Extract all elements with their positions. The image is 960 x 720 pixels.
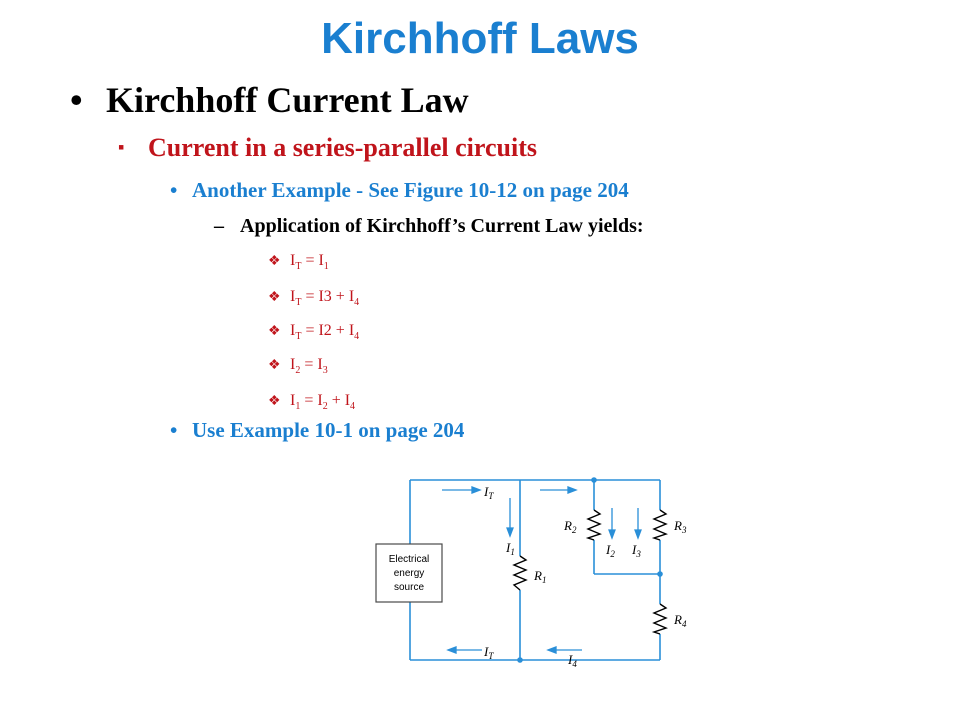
resistor-r3 — [651, 509, 668, 541]
bullet-level3-text: Another Example - See Figure 10-12 on pa… — [192, 178, 629, 202]
circuit-diagram: Electrical energy source — [375, 477, 687, 669]
arrow-it-bottom-head-icon — [446, 646, 457, 654]
arrow-it-top-head-icon — [471, 486, 482, 494]
label-r2: R2 — [563, 518, 577, 535]
source-line-1: Electrical — [389, 554, 430, 565]
energy-source-box — [375, 543, 443, 603]
label-r3: R3 — [673, 518, 687, 535]
equation-item: ❖IT = I2 + I4 — [268, 320, 359, 348]
diamond-bullet-icon: ❖ — [268, 394, 281, 409]
source-line-2: energy — [394, 568, 425, 579]
eq-rhs1: I2 — [318, 322, 332, 339]
resistors — [512, 509, 668, 635]
eq-rhs2: I — [344, 392, 351, 409]
eq-lhs-sub: 2 — [295, 365, 301, 377]
eq-rhs2-sub: 4 — [350, 401, 356, 413]
source-line-3: source — [394, 582, 424, 593]
resistor-r4 — [651, 603, 668, 635]
current-arrows — [442, 486, 642, 654]
eq-lhs: I — [290, 392, 296, 409]
label-i4: I4 — [567, 652, 577, 669]
label-it-top: IT — [483, 484, 494, 501]
circuit-wires — [409, 479, 661, 661]
eq-lhs-sub: T — [295, 297, 302, 309]
label-it-bottom: IT — [483, 644, 494, 661]
bullet-dot-icon: • — [170, 178, 178, 202]
equation-item: ❖I1 = I2 + I4 — [268, 390, 355, 418]
resistor-r2 — [585, 509, 602, 541]
eq-operator: + — [335, 288, 345, 305]
eq-lhs: I — [290, 288, 296, 305]
eq-rhs1: I — [318, 252, 324, 269]
label-i1: I1 — [505, 540, 515, 557]
label-r4: R4 — [673, 612, 687, 629]
label-i2: I2 — [605, 542, 615, 559]
bullet-level1-text: Kirchhoff Current Law — [106, 80, 469, 120]
diamond-bullet-icon: ❖ — [268, 254, 281, 269]
eq-rhs1: I — [317, 392, 323, 409]
label-r1: R1 — [533, 568, 546, 585]
eq-rhs2-sub: 4 — [354, 331, 360, 343]
resistor-r1 — [512, 555, 528, 591]
eq-lhs-sub: T — [295, 331, 302, 343]
bullet-level4-text: Application of Kirchhoff’s Current Law y… — [240, 215, 644, 237]
diamond-bullet-icon: ❖ — [268, 324, 281, 339]
eq-equals: = — [305, 322, 315, 339]
diamond-bullet-icon: ❖ — [268, 358, 281, 373]
eq-operator: + — [331, 392, 341, 409]
eq-rhs1: I3 — [318, 288, 332, 305]
eq-lhs: I — [290, 356, 296, 373]
eq-rhs1: I — [317, 356, 323, 373]
slide-title: Kirchhoff Laws — [321, 14, 639, 63]
arrow-i2-head-icon — [608, 529, 616, 540]
bullet-level2: ▪ Current in a series-parallel circuits — [118, 130, 537, 165]
eq-rhs2: I — [348, 288, 355, 305]
bullet-level4: –Application of Kirchhoff’s Current Law … — [214, 212, 644, 240]
arrow-i4-head-icon — [546, 646, 557, 654]
arrow-i3-head-icon — [634, 529, 642, 540]
bullet-square-icon: ▪ — [118, 137, 125, 157]
junction-dots — [517, 477, 663, 663]
diamond-bullet-icon: ❖ — [268, 290, 281, 305]
bullet-dot-icon: • — [70, 80, 83, 120]
label-i3: I3 — [631, 542, 641, 559]
bullet-dot-icon: • — [170, 418, 178, 442]
arrow-i1-head-icon — [506, 527, 514, 538]
eq-rhs1-sub: 2 — [322, 401, 328, 413]
bullet-level2-text: Current in a series-parallel circuits — [148, 133, 537, 162]
bullet-level3-another-example: • Another Example - See Figure 10-12 on p… — [170, 176, 629, 204]
eq-rhs2: I — [348, 322, 355, 339]
eq-equals: = — [305, 288, 315, 305]
eq-rhs1-sub: 1 — [323, 261, 329, 273]
eq-lhs-sub: T — [295, 261, 302, 273]
eq-operator: + — [335, 322, 345, 339]
junction-dot — [591, 477, 597, 483]
junction-dot — [657, 571, 663, 577]
equation-item: ❖IT = I3 + I4 — [268, 286, 359, 314]
eq-lhs: I — [290, 252, 296, 269]
eq-rhs1-sub: 3 — [322, 365, 328, 377]
equation-item: ❖I2 = I3 — [268, 354, 328, 382]
equation-item: ❖IT = I1 — [268, 250, 329, 278]
arrow-top-right-head-icon — [567, 486, 578, 494]
eq-lhs: I — [290, 322, 296, 339]
bullet-level3-use-example: • Use Example 10-1 on page 204 — [170, 416, 464, 444]
dash-icon: – — [214, 215, 224, 237]
bullet-level1: • Kirchhoff Current Law — [70, 78, 469, 122]
eq-rhs2-sub: 4 — [354, 297, 360, 309]
junction-dot — [517, 657, 523, 663]
bullet-level3-text: Use Example 10-1 on page 204 — [192, 418, 465, 442]
eq-lhs-sub: 1 — [295, 401, 301, 413]
eq-equals: = — [304, 356, 314, 373]
eq-equals: = — [304, 392, 314, 409]
eq-equals: = — [305, 252, 315, 269]
